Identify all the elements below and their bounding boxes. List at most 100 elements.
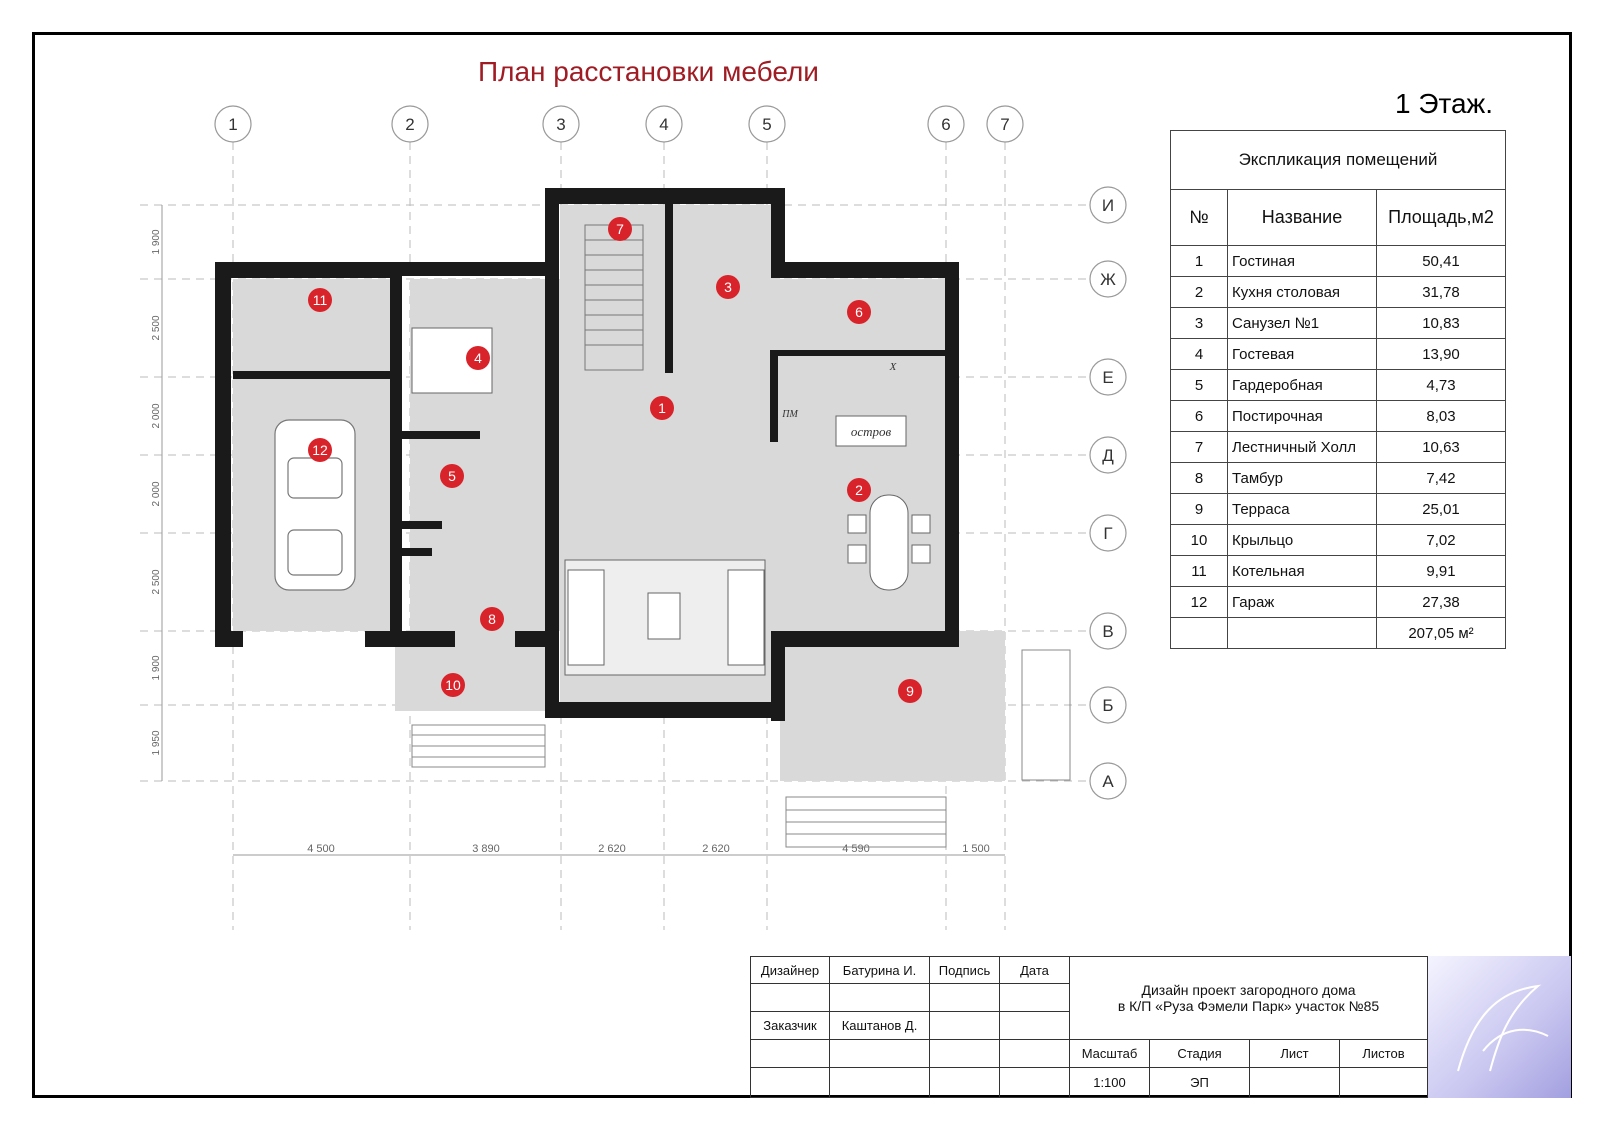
row-area: 9,91 (1376, 555, 1506, 587)
designer-name: Батурина И. (830, 956, 930, 984)
row-name: Крыльцо (1227, 524, 1377, 556)
axis-row-zh: Ж (1100, 270, 1116, 289)
scale-label: Масштаб (1070, 1040, 1150, 1068)
signature-label: Подпись (930, 956, 1000, 984)
row-area: 8,03 (1376, 400, 1506, 432)
room-marker-1: 1 (658, 400, 666, 416)
room-marker-10: 10 (445, 677, 461, 693)
row-no: 6 (1170, 400, 1228, 432)
plan-title: План расстановки мебели (478, 56, 819, 87)
axis-row-d: Д (1102, 446, 1114, 465)
row-area: 10,83 (1376, 307, 1506, 339)
col-name: Название (1227, 189, 1377, 246)
brand-logo (1428, 956, 1571, 1098)
row-name: Лестничный Холл (1227, 431, 1377, 463)
row-no: 2 (1170, 276, 1228, 308)
dim-left-2: 2 500 (151, 315, 162, 340)
title-block: Дизайнер Батурина И. Подпись Дата Заказч… (750, 956, 1572, 1098)
client-name: Каштанов Д. (830, 1012, 930, 1040)
room-marker-8: 8 (488, 611, 496, 627)
row-name: Гостиная (1227, 245, 1377, 277)
row-area: 27,38 (1376, 586, 1506, 618)
axis-row-b: Б (1102, 696, 1113, 715)
room-marker-12: 12 (312, 442, 328, 458)
room-marker-2: 2 (855, 482, 863, 498)
stamp-empty (750, 1040, 830, 1068)
axis-col-1: 1 (228, 115, 237, 134)
total-row: 207,05 м² (1170, 617, 1506, 649)
stamp-empty (1000, 984, 1070, 1012)
car-outline (274, 419, 356, 591)
porch-steps (411, 649, 1071, 848)
row-name: Котельная (1227, 555, 1377, 587)
dim-bottom-5: 4 590 (842, 843, 870, 855)
floor-label: 1 Этаж. (1395, 88, 1494, 119)
client-label: Заказчик (750, 1012, 830, 1040)
designer-label: Дизайнер (750, 956, 830, 984)
living-sofa-set (564, 559, 766, 676)
dim-bottom-4: 2 620 (702, 843, 730, 855)
row-area: 10,63 (1376, 431, 1506, 463)
row-area: 7,42 (1376, 462, 1506, 494)
stamp-empty (830, 984, 930, 1012)
dim-left-6: 1 900 (151, 655, 162, 680)
axis-row-a: А (1102, 772, 1114, 791)
row-no: 9 (1170, 493, 1228, 525)
drawing-frame (32, 32, 1572, 1098)
col-area: Площадь,м2 (1376, 189, 1506, 246)
row-no: 7 (1170, 431, 1228, 463)
room-markers (308, 217, 922, 703)
axis-row-v: В (1102, 622, 1113, 641)
sheets-value (1340, 1068, 1428, 1098)
room-marker-9: 9 (906, 683, 914, 699)
project-line2: в К/П «Руза Фэмели Парк» участок №85 (1117, 998, 1380, 1014)
row-area: 50,41 (1376, 245, 1506, 277)
room-marker-5: 5 (448, 468, 456, 484)
row-no: 10 (1170, 524, 1228, 556)
row-no: 1 (1170, 245, 1228, 277)
dim-left-5: 2 500 (151, 569, 162, 594)
axis-col-7: 7 (1000, 115, 1009, 134)
room-marker-7: 7 (616, 221, 624, 237)
stamp-empty (930, 984, 1000, 1012)
row-no: 8 (1170, 462, 1228, 494)
dim-bottom-6: 1 500 (962, 843, 990, 855)
walls (215, 188, 959, 721)
axis-col-6: 6 (941, 115, 950, 134)
kitchen-island (835, 415, 907, 447)
axis-row-e: Е (1102, 368, 1113, 387)
row-name: Терраса (1227, 493, 1377, 525)
row-name: Гараж (1227, 586, 1377, 618)
stamp-empty (1000, 1040, 1070, 1068)
dimension-lines (161, 205, 1005, 856)
room-marker-6: 6 (855, 304, 863, 320)
island-label: остров (851, 424, 892, 439)
explication-table: Экспликация помещений № Название Площадь… (1170, 130, 1506, 649)
dim-bottom-3: 2 620 (598, 843, 626, 855)
project-line1: Дизайн проект загородного дома (1141, 982, 1356, 998)
dining-table (847, 494, 931, 591)
sheets-label: Листов (1340, 1040, 1428, 1068)
row-axis-markers (1089, 186, 1127, 800)
row-no: 5 (1170, 369, 1228, 401)
explication-header: Экспликация помещений (1170, 130, 1506, 190)
dim-left-7: 1 950 (151, 730, 162, 755)
scale-value: 1:100 (1070, 1068, 1150, 1098)
stamp-empty (750, 984, 830, 1012)
row-name: Тамбур (1227, 462, 1377, 494)
row-name: Постирочная (1227, 400, 1377, 432)
stamp-empty (830, 1068, 930, 1098)
room-marker-3: 3 (724, 279, 732, 295)
row-name: Гостевая (1227, 338, 1377, 370)
